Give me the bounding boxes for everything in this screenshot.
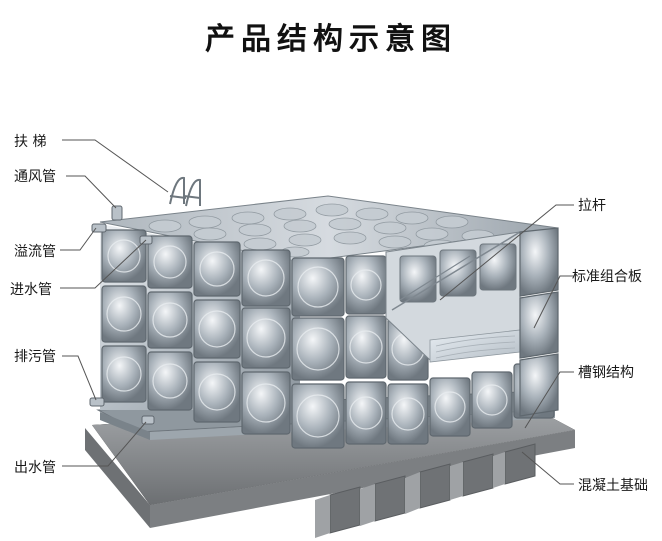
pipes <box>89 205 155 425</box>
label-channel-steel: 槽钢结构 <box>578 365 634 381</box>
tank-interior-cutaway <box>385 231 521 363</box>
page-title: 产品结构示意图 <box>205 22 457 57</box>
right-face-panels <box>519 227 559 417</box>
label-overflow-pipe: 溢流管 <box>14 244 56 260</box>
leader-lines <box>60 139 574 485</box>
label-inlet-pipe: 进水管 <box>10 282 52 298</box>
outlet-pipe-shape <box>141 415 155 425</box>
ladder <box>169 176 201 207</box>
label-drain-pipe: 排污管 <box>14 349 56 365</box>
label-outlet-pipe: 出水管 <box>14 460 56 476</box>
label-standard-panel: 标准组合板 <box>572 269 642 285</box>
panel-dimples <box>106 239 549 438</box>
label-ladder: 扶 梯 <box>14 134 47 150</box>
label-concrete-foundation: 混凝土基础 <box>578 478 648 494</box>
overflow-pipe-shape <box>91 223 107 233</box>
front-panel-grid <box>101 229 555 449</box>
label-tie-rod: 拉杆 <box>578 198 606 214</box>
drain-pipe-shape <box>89 397 105 407</box>
label-vent-pipe: 通风管 <box>14 169 56 185</box>
top-panel-domes <box>148 203 495 258</box>
vent-pipe-shape <box>111 205 123 221</box>
